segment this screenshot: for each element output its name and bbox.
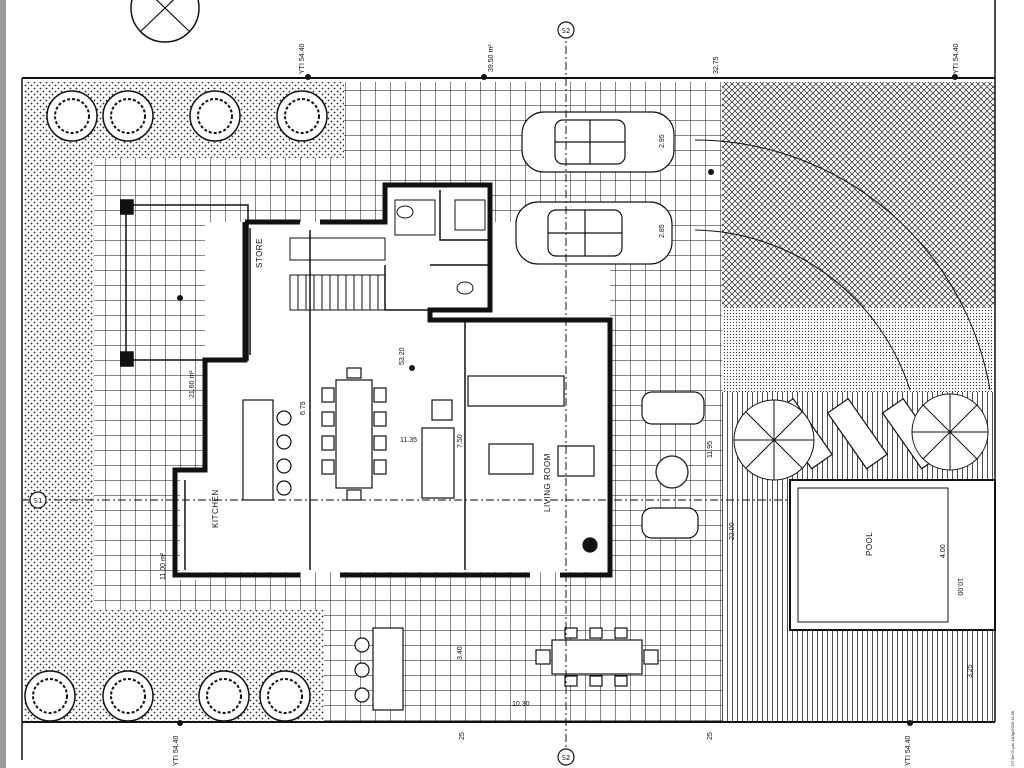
level-label-center: 53.20 xyxy=(399,347,406,365)
room-label-kitchen: KITCHEN xyxy=(211,489,220,528)
area-label-kitchen: 11.00 m² xyxy=(160,552,167,580)
dim-top-right-offset: 32.75 xyxy=(713,56,720,74)
grid-marker-bottom-label: S2 xyxy=(562,754,570,762)
level-marker-icon xyxy=(177,74,958,726)
terrace-table xyxy=(535,627,659,687)
dim-pool-length: 10.00 xyxy=(956,578,963,596)
grid-marker-top: S2 xyxy=(557,21,575,39)
tree-foliage xyxy=(32,98,320,714)
dim-car-top: 2.95 xyxy=(659,134,666,148)
dim-right-2: 22.00 xyxy=(729,522,736,540)
page-edge xyxy=(0,0,6,768)
pergola-left xyxy=(120,199,249,367)
staircase xyxy=(289,237,386,311)
dim-car-bottom: 2.85 xyxy=(659,224,666,238)
level-label-bottom-left: YTI 54.40 xyxy=(173,736,180,766)
footer-note: DT Bo Gl pto 11/Ap/2019 11:05 xyxy=(1010,710,1015,766)
grid-marker-left: S1 xyxy=(29,491,47,509)
level-label-bottom-right: YTI 54.40 xyxy=(905,736,912,766)
room-label-living-room: LIVING ROOM xyxy=(543,453,552,512)
pool-inner xyxy=(797,487,949,623)
room-label-pool: POOL xyxy=(865,532,874,556)
car-top xyxy=(521,111,675,173)
car-bottom xyxy=(515,201,673,265)
kitchen-island xyxy=(242,399,292,501)
dim-bottom-tick-right: 25 xyxy=(707,732,714,740)
dim-pool-width: 4.00 xyxy=(940,544,947,558)
level-label-top-right: YTI 54.40 xyxy=(953,44,960,74)
area-label-store: 21.60 m² xyxy=(189,370,196,398)
outdoor-lounge xyxy=(641,391,705,539)
area-label-top: 39.50 m² xyxy=(488,44,495,72)
dim-terrace: 3.40 xyxy=(457,646,464,660)
hatch-area-right xyxy=(722,82,995,307)
dim-living: 7.50 xyxy=(457,434,464,448)
living-furniture xyxy=(421,375,598,553)
gate-swing-arcs xyxy=(694,139,991,391)
level-label-top-left: YTI 54.40 xyxy=(299,44,306,74)
dim-bottom-right-side: 3.25 xyxy=(967,664,974,678)
dim-right-1: 11.95 xyxy=(707,441,714,458)
bathroom-fixtures xyxy=(394,199,486,295)
grid-marker-bottom: S2 xyxy=(557,748,575,766)
garden-left xyxy=(24,158,94,723)
dining-table xyxy=(321,367,387,501)
umbrella-icon xyxy=(733,393,989,481)
fine-dot-area-right xyxy=(722,307,995,392)
dim-bottom-tick-left: 25 xyxy=(459,732,466,740)
north-arrow-icon xyxy=(130,0,200,43)
grid-marker-left-label: S1 xyxy=(34,497,42,505)
grid-axis-lines xyxy=(22,30,790,760)
grid-marker-top-label: S2 xyxy=(562,27,570,35)
room-label-store: STORE xyxy=(255,238,264,268)
dim-dining: 6.75 xyxy=(300,401,307,415)
dim-hall: 11.35 xyxy=(400,437,417,444)
dim-bottom: 10.30 xyxy=(512,701,530,708)
house-wall-inner xyxy=(184,190,490,570)
terrace-stools xyxy=(354,627,404,711)
